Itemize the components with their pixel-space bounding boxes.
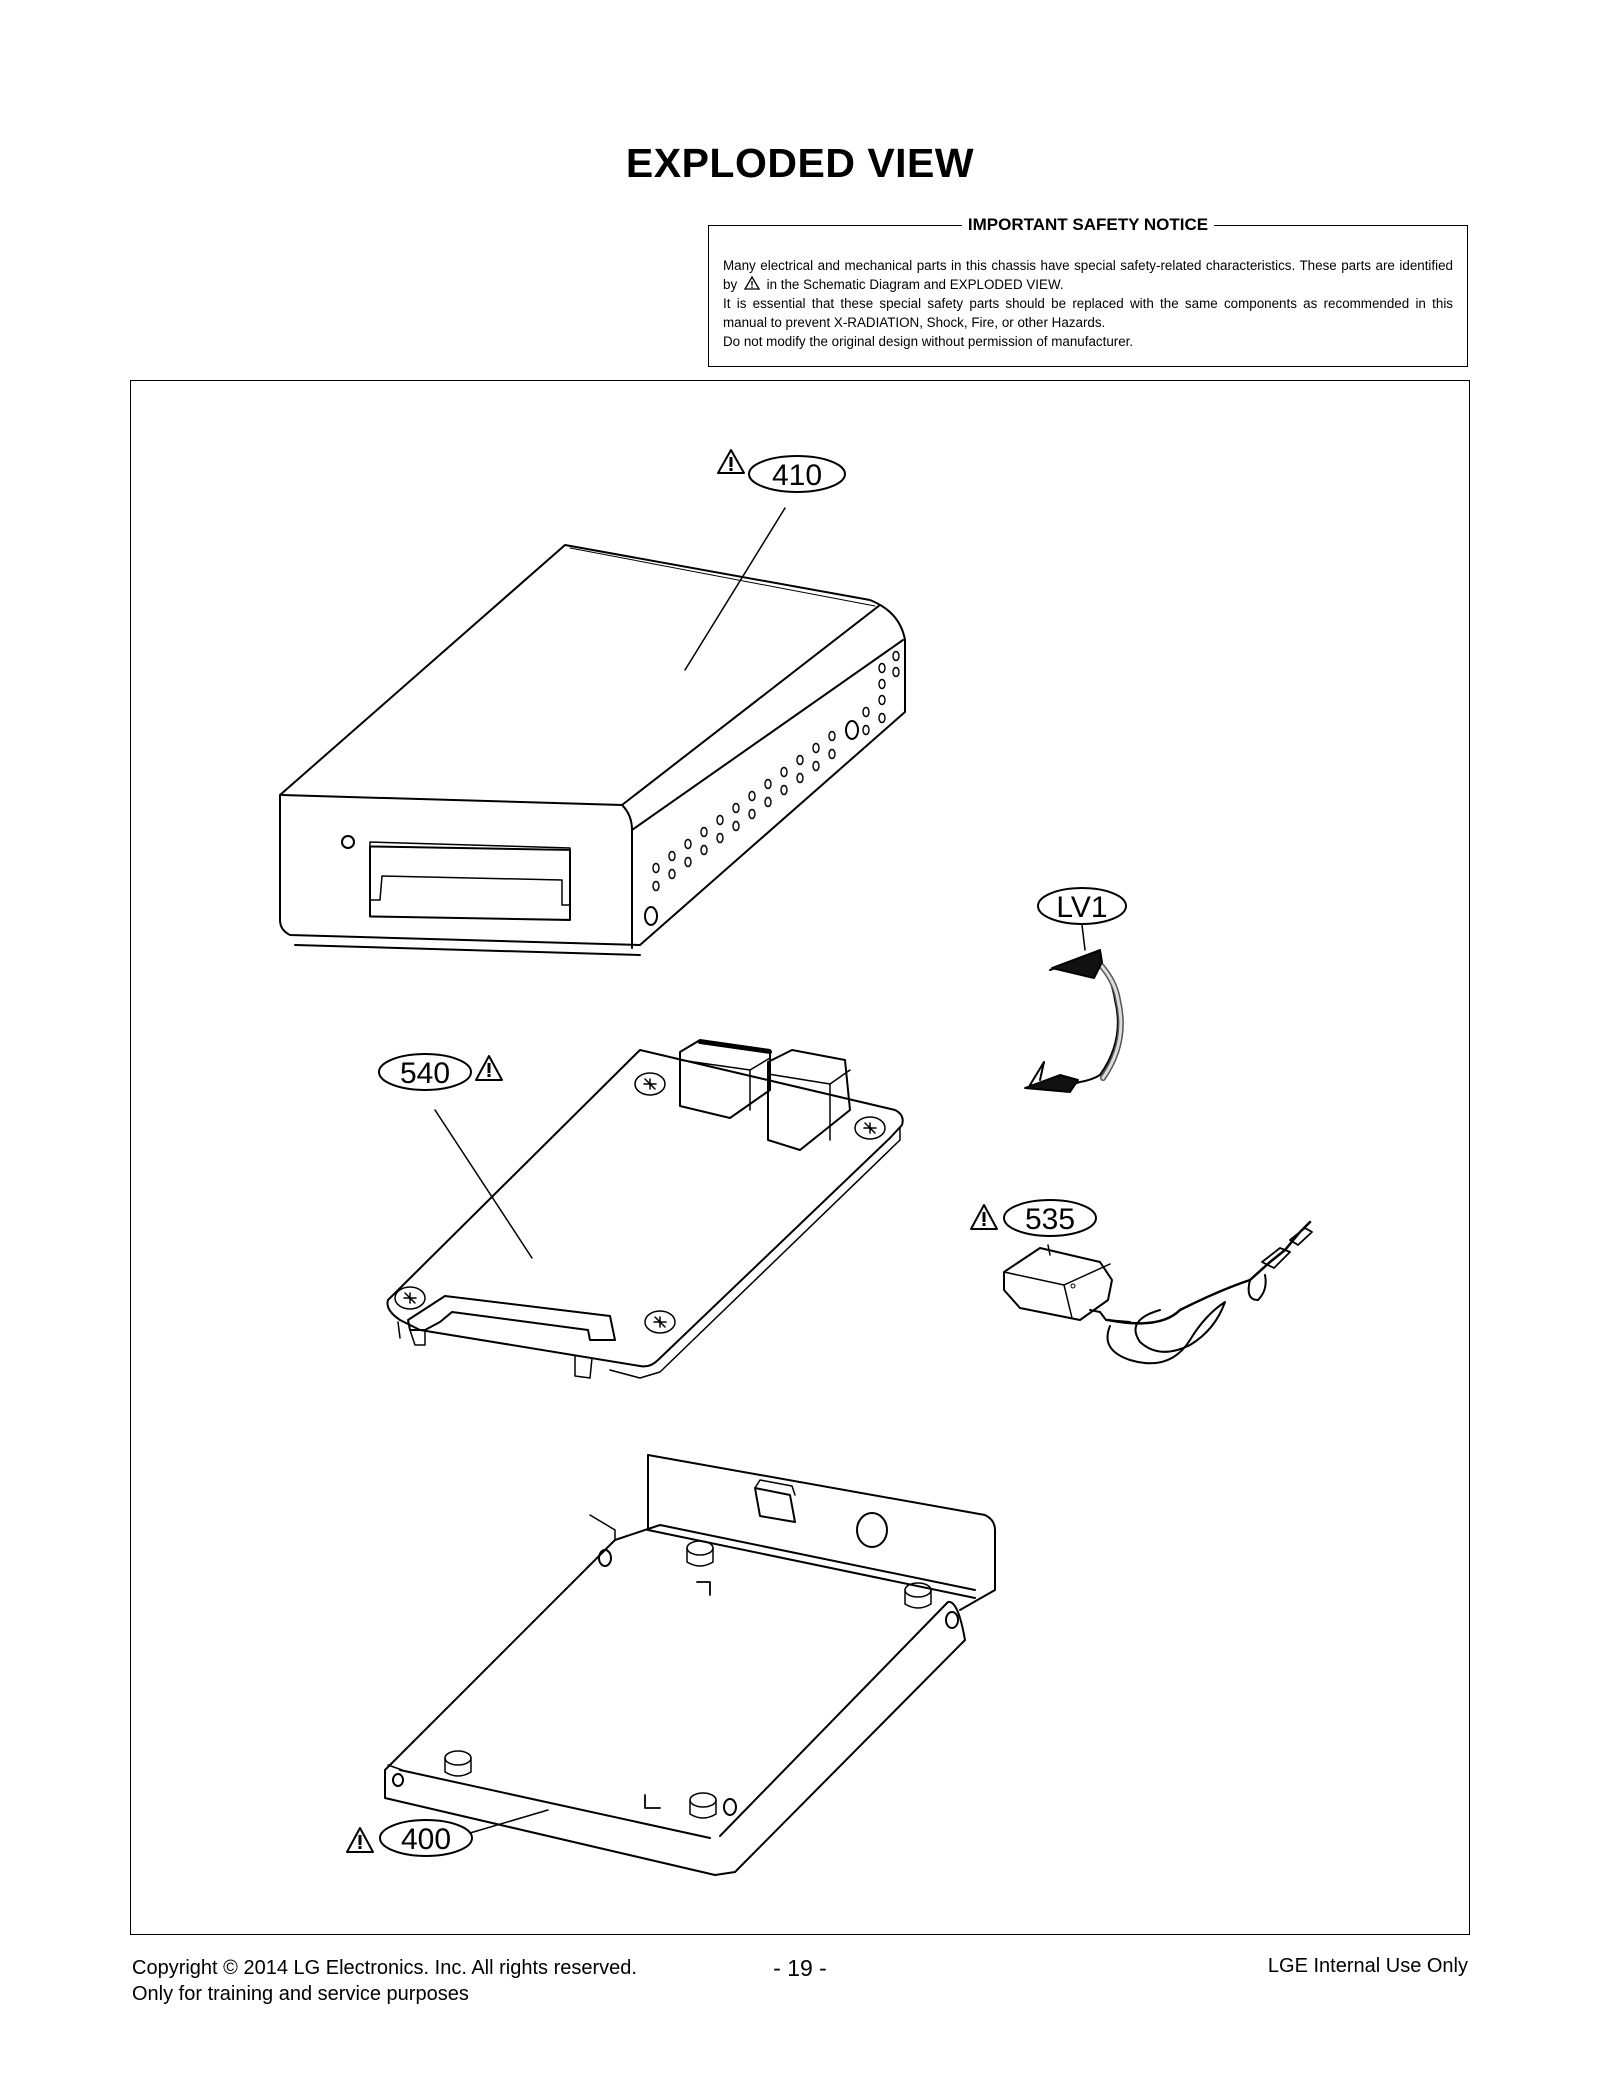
- callout-400: 400: [346, 1819, 473, 1857]
- part-number-535: 535: [1025, 1203, 1075, 1236]
- part-number-540: 540: [400, 1057, 450, 1090]
- purpose-text: Only for training and service purposes: [132, 1983, 469, 2005]
- footer-left: Copyright © 2014 LG Electronics. Inc. Al…: [132, 1955, 637, 2007]
- internal-use-label: LGE Internal Use Only: [1267, 1955, 1468, 1977]
- callout-540: 540: [378, 1053, 503, 1091]
- adapter-535: [1003, 1220, 1313, 1365]
- notice-line3: Do not modify the original design withou…: [723, 334, 1134, 349]
- notice-line1-pre: Many electrical and mechanical parts in …: [723, 258, 1453, 292]
- cable-lv1: [1024, 924, 1124, 1093]
- page-title: EXPLODED VIEW: [625, 140, 975, 186]
- part-number-410: 410: [772, 459, 822, 492]
- exploded-view-frame: [130, 380, 1470, 1935]
- callout-535: 535: [970, 1199, 1097, 1237]
- main-board-540: [386, 1039, 904, 1379]
- notice-line2: It is essential that these special safet…: [723, 296, 1453, 330]
- bottom-chassis-400: [384, 1454, 996, 1876]
- copyright-text: Copyright © 2014 LG Electronics. Inc. Al…: [132, 1957, 637, 1979]
- top-cover-410: [279, 507, 906, 956]
- page-number: - 19 -: [773, 1955, 827, 1981]
- safety-notice-box: IMPORTANT SAFETY NOTICE Many electrical …: [708, 215, 1468, 367]
- callout-lv1: LV1: [1037, 887, 1127, 925]
- callout-410: 410: [717, 449, 846, 493]
- part-number-lv1: LV1: [1056, 891, 1107, 924]
- part-number-400: 400: [401, 1823, 451, 1856]
- safety-notice-title: IMPORTANT SAFETY NOTICE: [961, 215, 1215, 234]
- safety-notice-body: Many electrical and mechanical parts in …: [723, 256, 1453, 351]
- notice-line1-post: in the Schematic Diagram and EXPLODED VI…: [766, 277, 1064, 292]
- warning-icon: [743, 275, 761, 290]
